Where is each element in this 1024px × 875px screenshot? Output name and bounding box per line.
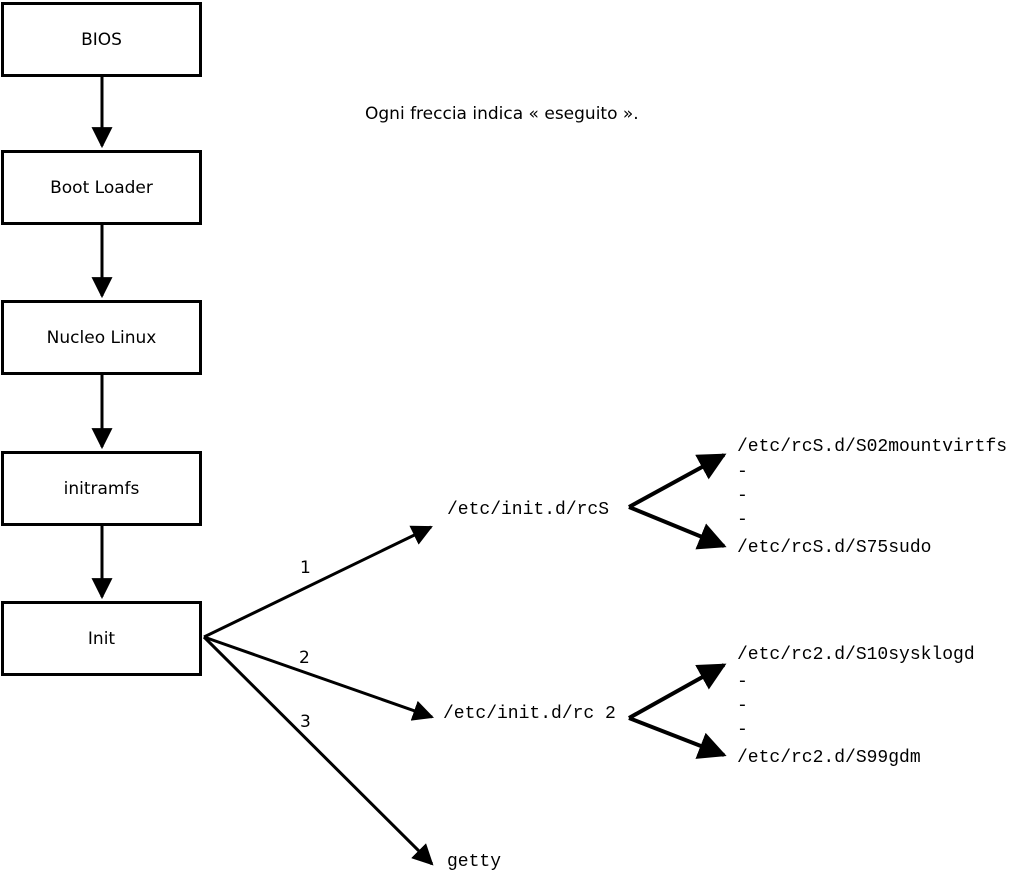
node-bios-label: BIOS	[81, 29, 122, 50]
rc2-ellipsis-dash-1: -	[737, 672, 748, 692]
rc2-ellipsis-dash-2: -	[737, 696, 748, 716]
arrow-init-to-rc2	[203, 635, 434, 721]
label-init-d-rcS: /etc/init.d/rcS	[447, 500, 610, 520]
rcS-ellipsis-dash-3: -	[737, 510, 748, 530]
node-bios: BIOS	[1, 2, 202, 77]
branch-number-2: 2	[299, 648, 310, 668]
node-nucleo-linux: Nucleo Linux	[1, 300, 202, 375]
label-rcS-first-script: /etc/rcS.d/S02mountvirtfs	[737, 437, 1008, 457]
label-rc2-first-script: /etc/rc2.d/S10sysklogd	[737, 645, 975, 665]
rcS-ellipsis-dash-1: -	[737, 462, 748, 482]
arrow-init-to-rcS	[203, 525, 433, 639]
label-init-d-rc2: /etc/init.d/rc 2	[443, 704, 616, 724]
rcS-ellipsis-dash-2: -	[737, 486, 748, 506]
label-rc2-last-script: /etc/rc2.d/S99gdm	[737, 748, 921, 768]
arrow-rcS-to-last-script	[628, 505, 727, 550]
node-init-label: Init	[87, 628, 116, 649]
arrow-init-to-getty	[202, 635, 434, 866]
branch-number-3: 3	[300, 712, 311, 732]
label-rcS-last-script: /etc/rcS.d/S75sudo	[737, 538, 932, 558]
node-boot-loader: Boot Loader	[1, 150, 202, 225]
arrow-rc2-to-last-script	[628, 716, 727, 759]
branch-number-1: 1	[300, 558, 311, 578]
arrow-rc2-to-first-script	[628, 663, 727, 720]
node-initramfs-label: initramfs	[63, 478, 140, 499]
node-init: Init	[1, 601, 202, 676]
label-getty: getty	[447, 852, 502, 872]
node-initramfs: initramfs	[1, 451, 202, 526]
rc2-ellipsis-dash-3: -	[737, 720, 748, 740]
node-nucleo-linux-label: Nucleo Linux	[46, 327, 157, 348]
diagram-caption: Ogni freccia indica « eseguito ».	[365, 104, 639, 124]
node-boot-loader-label: Boot Loader	[50, 177, 153, 198]
arrow-rcS-to-first-script	[628, 453, 727, 509]
